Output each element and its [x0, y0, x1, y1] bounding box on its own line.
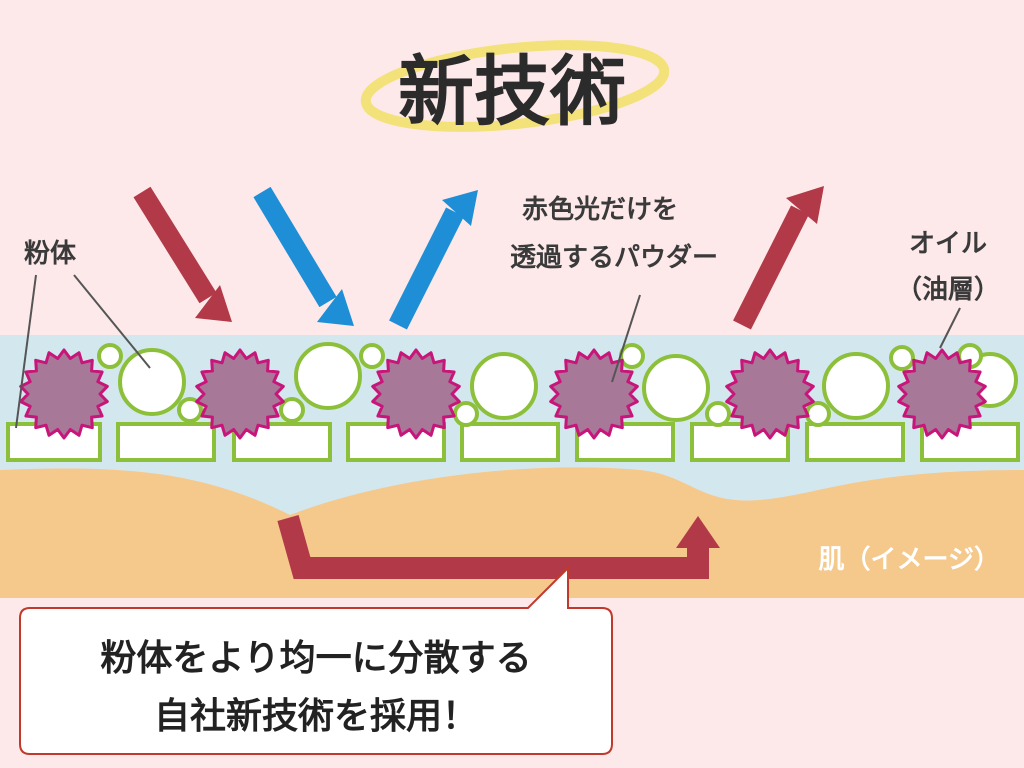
- sphere-powder: [642, 354, 710, 422]
- title-group: 新技術: [360, 40, 670, 136]
- small-powder: [177, 397, 203, 423]
- leader-oil: [939, 307, 961, 349]
- leader-lines: [15, 274, 961, 429]
- incoming-red-arrow-1: [133, 186, 232, 322]
- red-powder-label-line2: 透過するパウダー: [510, 242, 718, 273]
- plate-powder: [805, 422, 905, 462]
- labels: 粉体 赤色光だけを 透過するパウダー オイル （油層） 肌（イメージ）: [24, 194, 1000, 575]
- red-light-powder: [371, 348, 461, 440]
- small-powder: [805, 401, 831, 427]
- plate-powder: [575, 422, 675, 462]
- red-light-powder: [897, 348, 987, 440]
- callout-line1: 粉体をより均一に分散する: [100, 638, 531, 679]
- down-arrow-icon: [195, 285, 232, 322]
- bent-arrow-icon: [676, 516, 720, 548]
- small-powder: [97, 343, 123, 369]
- reflected-red-arrow: [733, 186, 824, 330]
- small-powder: [619, 343, 645, 369]
- red-powder-label-line1: 赤色光だけを: [522, 194, 678, 225]
- light-arrows: [133, 186, 824, 579]
- down-arrow-icon: [317, 289, 354, 326]
- small-powder: [453, 401, 479, 427]
- title-highlight: [360, 40, 670, 132]
- particle-layer: [6, 342, 1020, 462]
- oil-label-line2: （油層）: [896, 275, 1000, 305]
- small-powder: [279, 397, 305, 423]
- skin-label: 肌（イメージ）: [819, 545, 1000, 575]
- dispersion-arrow: [277, 515, 720, 579]
- sphere-powder: [822, 352, 890, 420]
- plate-powder: [460, 422, 560, 462]
- red-light-powder: [725, 348, 815, 440]
- callout-line2: 自社新技術を採用！: [154, 696, 478, 737]
- plate-powder: [116, 422, 216, 462]
- red-light-powder: [195, 348, 285, 440]
- plate-powder: [232, 422, 332, 462]
- incoming-blue-arrow: [253, 186, 354, 326]
- powder-label: 粉体: [24, 239, 77, 269]
- small-powder: [889, 345, 915, 371]
- sphere-powder: [470, 352, 538, 420]
- skin-layer: [0, 467, 1024, 598]
- page-title: 新技術: [398, 47, 626, 136]
- plate-powder: [920, 422, 1020, 462]
- sphere-powder: [118, 348, 186, 416]
- up-arrow-icon: [786, 186, 824, 224]
- small-powder: [705, 401, 731, 427]
- oil-label-line1: オイル: [909, 229, 987, 259]
- red-light-powder: [19, 348, 109, 440]
- leader-red-powder: [611, 294, 641, 383]
- reflected-blue-arrow: [389, 190, 478, 330]
- small-powder: [359, 343, 385, 369]
- callout: 粉体をより均一に分散する 自社新技術を採用！: [19, 565, 613, 755]
- up-arrow-icon: [442, 190, 478, 226]
- callout-bubble: [19, 565, 613, 755]
- sphere-powder: [294, 342, 362, 410]
- leader-powder-1: [15, 274, 37, 429]
- leader-powder-2: [73, 274, 151, 369]
